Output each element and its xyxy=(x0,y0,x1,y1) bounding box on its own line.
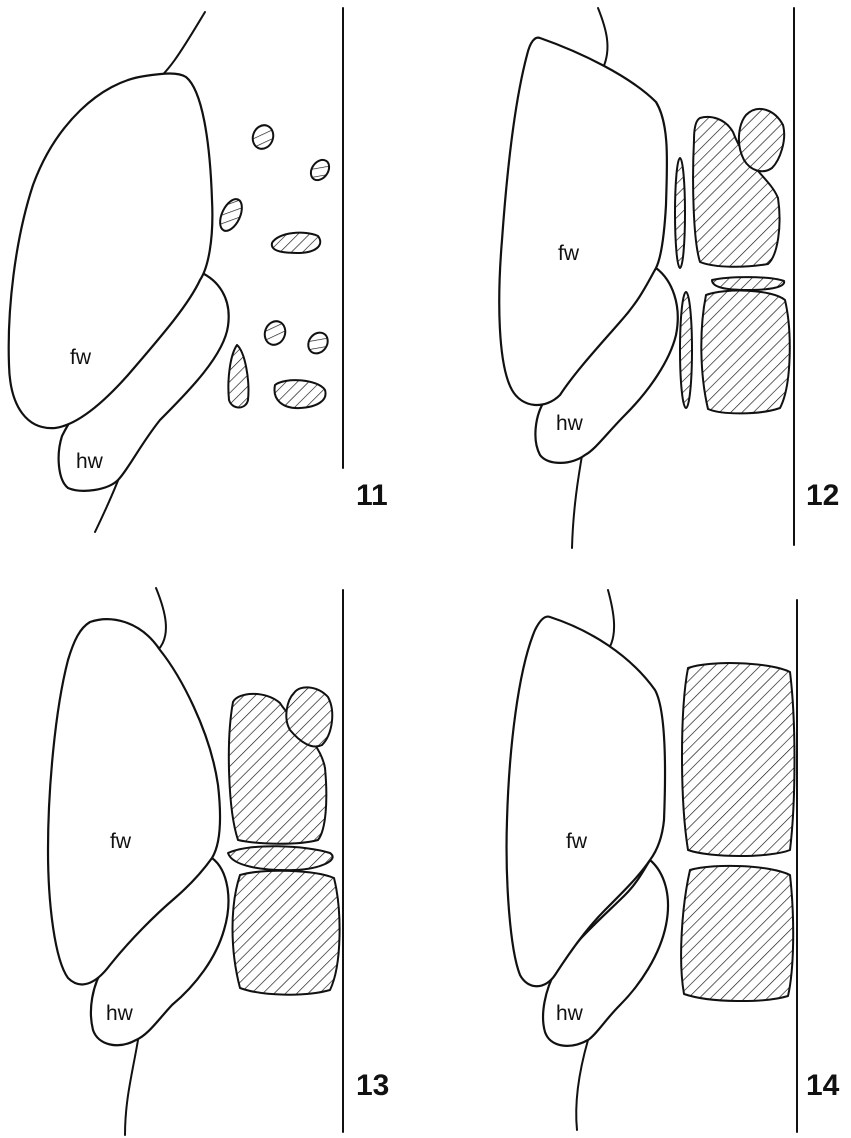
body-outline xyxy=(598,8,607,68)
hatched-spot xyxy=(249,122,276,151)
body-outline xyxy=(125,1040,138,1135)
panel-number: 14 xyxy=(806,1069,840,1102)
hatched-spot xyxy=(272,233,320,253)
hatched-block xyxy=(739,109,784,171)
hatched-spot xyxy=(304,329,331,357)
hindwing-label: hw xyxy=(556,412,584,435)
hatched-streak xyxy=(675,158,685,268)
panel-number: 12 xyxy=(806,479,839,512)
hindwing-label: hw xyxy=(106,1002,134,1025)
hatched-block xyxy=(233,871,340,995)
panel-number: 11 xyxy=(356,479,388,512)
forewing-label: fw xyxy=(558,242,580,265)
forewing-label: fw xyxy=(110,830,132,853)
body-outline xyxy=(608,590,614,650)
forewing-label: fw xyxy=(70,346,92,369)
hatched-bar xyxy=(712,277,784,290)
panel-13: fw hw 13 xyxy=(48,588,389,1135)
body-outline xyxy=(572,450,583,548)
hatched-block xyxy=(681,866,793,1001)
hatched-bar xyxy=(228,846,333,870)
panel-12: fw hw 12 xyxy=(499,8,839,548)
hatched-spot xyxy=(216,196,247,234)
hatched-streak xyxy=(680,292,692,408)
forewing-label: fw xyxy=(566,830,588,853)
body-outline xyxy=(576,1040,588,1130)
body-outline xyxy=(156,588,166,650)
panel-14: fw hw 14 xyxy=(507,590,840,1132)
hatched-spot xyxy=(261,318,288,347)
hindwing-label: hw xyxy=(556,1002,584,1025)
hatched-spot xyxy=(307,156,333,183)
hindwing-label: hw xyxy=(76,450,104,473)
hatched-block xyxy=(701,291,789,414)
hatched-block xyxy=(682,663,795,856)
hatched-spot xyxy=(228,345,248,408)
panel-number: 13 xyxy=(356,1069,389,1102)
panel-11: fw hw 11 xyxy=(9,8,388,532)
hatched-spot xyxy=(275,380,326,408)
